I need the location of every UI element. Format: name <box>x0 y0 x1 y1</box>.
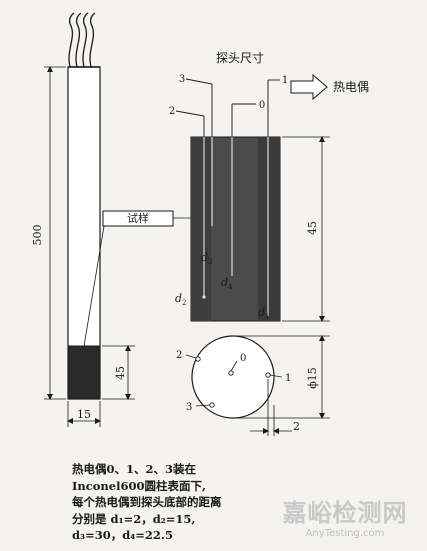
dim-500 <box>44 66 66 400</box>
tc2-label-section: 2 <box>176 350 182 361</box>
leader-to-tip <box>83 225 105 347</box>
svg-text:3: 3 <box>208 258 212 266</box>
caption-line-1: 热电偶0、1、2、3装在 <box>72 462 197 476</box>
thermocouple-wires <box>68 12 96 68</box>
dim-45-tip <box>102 345 135 400</box>
distance-d2: d 2 <box>175 292 186 307</box>
tc2-dot <box>202 295 206 299</box>
svg-text:d: d <box>221 276 228 289</box>
tc3-label-section: 3 <box>186 402 192 413</box>
caption-line-5: d₃=30，d₄=22.5 <box>72 528 173 542</box>
distance-d3: d 3 <box>201 251 212 266</box>
caption-line-4: 分别是 d₁=2，d₂=15, <box>72 511 196 526</box>
dim-diameter-label: ϕ15 <box>306 367 319 389</box>
specimen-tip <box>67 345 101 400</box>
dim-500-label: 500 <box>31 225 44 246</box>
tc3-hole <box>209 402 215 408</box>
tc0-hole <box>228 370 234 376</box>
wire-leaders <box>175 78 280 137</box>
distance-d1: d 1 <box>258 306 269 321</box>
cross-section-leaders <box>185 354 283 407</box>
dim-15-label: 15 <box>77 408 91 421</box>
svg-text:d: d <box>175 292 182 305</box>
probe-title: 探头尺寸 <box>216 51 264 65</box>
cross-section <box>191 335 275 419</box>
dim-15 <box>67 401 101 427</box>
tc1-hole <box>265 372 271 378</box>
watermark: 嘉峪检测网 AnyTesting.com <box>270 493 420 539</box>
dim-offset-label: 2 <box>293 420 300 433</box>
tc2-hole <box>195 356 201 362</box>
watermark-en: AnyTesting.com <box>305 528 385 539</box>
dim-offset <box>250 379 292 436</box>
watermark-cn: 嘉峪检测网 <box>282 499 408 527</box>
tc1-label-section: 1 <box>285 373 291 384</box>
tc0-label-section: 0 <box>240 353 246 364</box>
dim-45-probe-label: 45 <box>306 221 319 235</box>
thermocouple-label: 热电偶 <box>333 80 369 94</box>
tc0-label-side: 0 <box>259 100 265 111</box>
dim-45-probe <box>282 136 330 322</box>
tc3-label-side: 3 <box>179 74 185 85</box>
caption: 热电偶0、1、2、3装在 Inconel600圆柱表面下, 每个热电偶到探头底部… <box>72 461 292 544</box>
dim-45-tip-label: 45 <box>114 366 127 380</box>
specimen-label: 试样 <box>127 211 149 225</box>
svg-text:4: 4 <box>228 283 233 291</box>
svg-text:d: d <box>258 306 265 319</box>
dim-diameter <box>235 335 330 419</box>
svg-text:d: d <box>201 251 208 264</box>
specimen-label-box <box>102 210 174 227</box>
thermocouple-arrow-icon <box>290 73 328 101</box>
svg-text:1: 1 <box>265 313 269 321</box>
caption-line-2: Inconel600圆柱表面下, <box>72 478 206 493</box>
distance-d4: d 4 <box>221 276 233 291</box>
tc2-label-side: 2 <box>169 106 175 117</box>
svg-text:2: 2 <box>182 299 186 307</box>
tc1-label-side: 1 <box>282 75 288 86</box>
caption-line-3: 每个热电偶到探头底部的距离 <box>72 495 222 509</box>
